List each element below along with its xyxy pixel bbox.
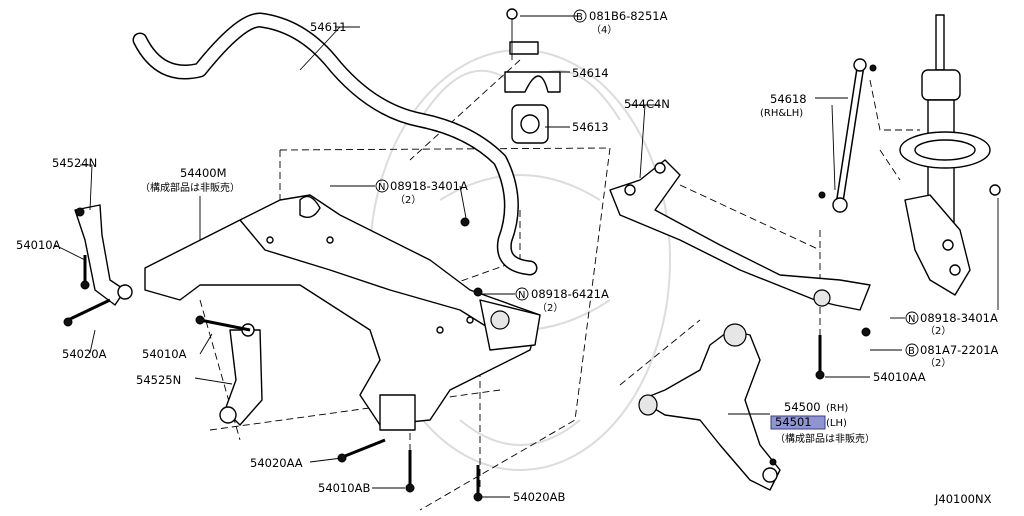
label-nut-low-qty: （2）	[537, 302, 563, 314]
label-link-bracket[interactable]: 54524N	[52, 156, 97, 170]
label-nut-mid-code[interactable]: 08918-3401A	[390, 179, 468, 193]
label-bolt-54020ab[interactable]: 54020AB	[513, 490, 565, 504]
label-clamp[interactable]: 54614	[572, 66, 609, 80]
diagram-id: J40100NX	[934, 492, 992, 506]
label-nut-strut-qty: （2）	[925, 325, 951, 337]
label-knuckle-link[interactable]: 54525N	[136, 373, 181, 387]
lower-arm	[638, 323, 781, 491]
label-lower-arm-rh-side: (RH)	[826, 403, 848, 414]
front-crossmember	[609, 159, 871, 311]
stabilizer-clamp	[504, 8, 561, 93]
link-bracket	[74, 204, 133, 306]
label-nut-mid-prefix: N	[378, 182, 385, 193]
label-nut-strut-code[interactable]: 08918-3401A	[920, 311, 998, 325]
label-bolt-top-prefix: B	[576, 12, 583, 23]
stabilizer-bushing	[511, 104, 549, 144]
label-bolt-54010a-mid[interactable]: 54010A	[142, 347, 187, 361]
label-bolt-54010a-left[interactable]: 54010A	[16, 238, 61, 252]
label-bolt-strut-code[interactable]: 081A7-2201A	[920, 343, 999, 357]
strut-assembly	[899, 14, 1001, 296]
suspension-member	[144, 194, 541, 431]
label-lower-arm-rh[interactable]: 54500	[784, 400, 821, 414]
label-nut-low-prefix: N	[518, 290, 525, 301]
label-bolt-54020aa[interactable]: 54020AA	[250, 456, 303, 470]
label-crossmember[interactable]: 544C4N	[624, 97, 670, 111]
highlight-box	[770, 415, 826, 430]
label-bushing[interactable]: 54613	[572, 120, 609, 134]
label-nut-strut-prefix: N	[908, 314, 915, 325]
stabilizer-bar	[132, 12, 538, 276]
label-stabilizer-bar[interactable]: 54611	[310, 20, 347, 34]
label-lower-arm-lh-side: (LH)	[826, 418, 847, 429]
bolts	[63, 217, 871, 502]
label-bolt-54010aa[interactable]: 54010AA	[873, 370, 926, 384]
label-nut-low-code[interactable]: 08918-6421A	[531, 287, 609, 301]
label-bolt-strut-prefix: B	[908, 346, 915, 357]
label-nut-mid-qty: （2）	[395, 194, 421, 206]
label-bolt-top-code[interactable]: 081B6-8251A	[589, 9, 668, 23]
knuckle-link	[219, 323, 263, 426]
leader-lines	[54, 15, 999, 498]
label-stabilizer-link-side: (RH&LH)	[760, 108, 803, 119]
label-lower-arm-lh[interactable]: 54501	[775, 415, 812, 429]
label-bolt-top-qty: （4）	[591, 24, 617, 36]
label-stabilizer-link[interactable]: 54618	[770, 92, 807, 106]
label-bolt-strut-qty: （2）	[925, 357, 951, 369]
stabilizer-link	[818, 58, 877, 213]
labels: 54611 B 081B6-8251A （4） 54614 54613 544C…	[16, 9, 999, 506]
label-bolt-54010ab[interactable]: 54010AB	[318, 481, 370, 495]
circle-markers	[375, 9, 919, 357]
label-suspension-member-note: （構成部品は非販売）	[140, 181, 240, 194]
label-suspension-member[interactable]: 54400M	[180, 166, 227, 180]
label-bolt-54020a[interactable]: 54020A	[62, 347, 107, 361]
label-lower-arm-note: （構成部品は非販売）	[775, 432, 875, 445]
